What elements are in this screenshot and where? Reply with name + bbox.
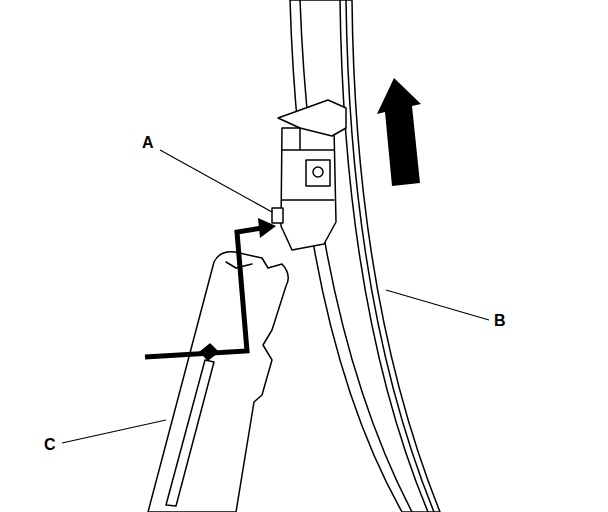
clip-line: [282, 128, 334, 200]
tool-slot: [166, 360, 214, 506]
arm-line: [300, 0, 412, 512]
clip-hole: [313, 167, 323, 177]
arm-line: [340, 0, 428, 512]
tool: [148, 252, 288, 512]
clip-boss: [306, 160, 330, 186]
arm-strip: [290, 0, 440, 512]
part-label: B: [494, 312, 506, 330]
clip-body: [281, 128, 336, 250]
part-label: C: [44, 436, 56, 454]
leader-line: [386, 290, 489, 320]
direction-arrow: [145, 228, 262, 357]
leader-line: [160, 150, 272, 212]
direction-arrow: [377, 78, 421, 186]
leader-line: [62, 420, 166, 443]
arrow-head: [258, 218, 276, 238]
part-label: A: [142, 134, 154, 152]
clip-tab: [272, 208, 283, 223]
arm-line: [346, 0, 434, 512]
clip-cap: [278, 100, 346, 136]
